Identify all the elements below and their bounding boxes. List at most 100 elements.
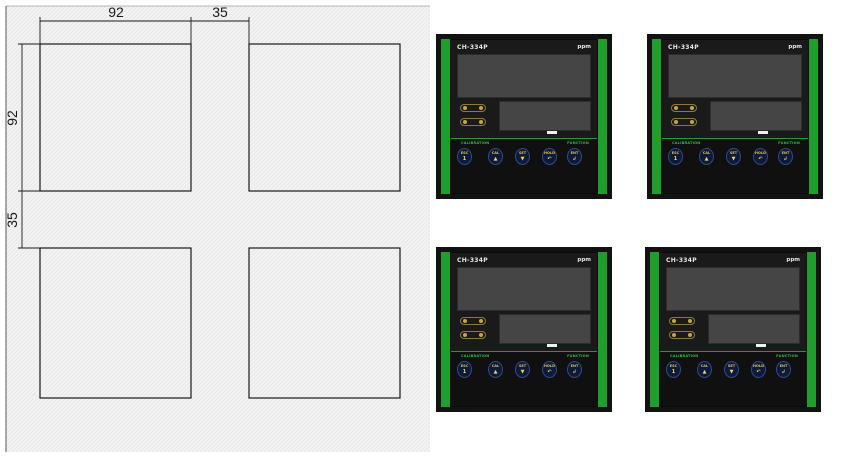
status-tag bbox=[756, 344, 766, 347]
function-label: FUNCTION bbox=[567, 354, 589, 358]
hold-icon: ↶ bbox=[547, 369, 552, 375]
meter-model-label: CH-334P bbox=[668, 44, 699, 51]
key-cal[interactable]: CAL▲ bbox=[697, 361, 712, 378]
meter-unit-label: ppm bbox=[577, 44, 591, 50]
panel-cutout-drawing: 92 35 92 35 bbox=[4, 4, 430, 452]
cutout-top-right bbox=[248, 43, 401, 192]
hold-icon: ↶ bbox=[547, 156, 552, 162]
status-tag bbox=[547, 344, 557, 347]
meter-unit-label: ppm bbox=[786, 257, 800, 263]
relay-indicator-2 bbox=[669, 331, 695, 339]
dim-width-label: 92 bbox=[108, 4, 124, 20]
secondary-lcd-display bbox=[708, 314, 800, 344]
meter-model-label: CH-334P bbox=[457, 257, 488, 264]
key-esc-icon: 1 bbox=[462, 156, 467, 162]
key-esc-icon: 1 bbox=[671, 369, 676, 375]
drawing-sheet bbox=[6, 6, 430, 452]
key-set[interactable]: SET▼ bbox=[515, 148, 530, 165]
down-arrow-icon: ▼ bbox=[731, 156, 736, 162]
cutout-bottom-left bbox=[39, 247, 192, 399]
calibration-label: CALIBRATION bbox=[461, 354, 490, 358]
key-set[interactable]: SET▼ bbox=[515, 361, 530, 378]
key-hold[interactable]: HOLD↶ bbox=[751, 361, 766, 378]
status-tag bbox=[758, 131, 768, 134]
secondary-lcd-display bbox=[710, 101, 802, 131]
status-tag bbox=[547, 131, 557, 134]
key-ent[interactable]: ENT↲ bbox=[776, 361, 791, 378]
relay-indicator-1 bbox=[460, 104, 486, 112]
enter-icon: ↲ bbox=[781, 369, 786, 375]
key-ent[interactable]: ENT↲ bbox=[567, 361, 582, 378]
keypad-labels: CALIBRATION FUNCTION bbox=[461, 354, 589, 358]
main-lcd-display bbox=[666, 267, 800, 311]
keypad-labels: CALIBRATION FUNCTION bbox=[670, 354, 798, 358]
enter-icon: ↲ bbox=[783, 156, 788, 162]
function-label: FUNCTION bbox=[567, 141, 589, 145]
key-hold[interactable]: HOLD↶ bbox=[542, 148, 557, 165]
dim-gap-horizontal-label: 35 bbox=[212, 4, 228, 20]
key-esc-icon: 1 bbox=[673, 156, 678, 162]
main-lcd-display bbox=[457, 267, 591, 311]
key-ent[interactable]: ENT↲ bbox=[778, 148, 793, 165]
relay-indicator-1 bbox=[460, 317, 486, 325]
keypad-labels: CALIBRATION FUNCTION bbox=[461, 141, 589, 145]
relay-indicator-2 bbox=[671, 118, 697, 126]
relay-indicator-2 bbox=[460, 331, 486, 339]
secondary-lcd-display bbox=[499, 101, 591, 131]
key-hold[interactable]: HOLD↶ bbox=[542, 361, 557, 378]
calibration-label: CALIBRATION bbox=[670, 354, 699, 358]
key-set[interactable]: SET▼ bbox=[726, 148, 741, 165]
function-label: FUNCTION bbox=[778, 141, 800, 145]
up-arrow-icon: ▲ bbox=[704, 156, 709, 162]
relay-indicator-1 bbox=[669, 317, 695, 325]
meter-unit-label: ppm bbox=[577, 257, 591, 263]
up-arrow-icon: ▲ bbox=[493, 156, 498, 162]
calibration-label: CALIBRATION bbox=[672, 141, 701, 145]
keypad-labels: CALIBRATION FUNCTION bbox=[672, 141, 800, 145]
meter-model-label: CH-334P bbox=[666, 257, 697, 264]
meter-unit-label: ppm bbox=[788, 44, 802, 50]
cutout-bottom-right bbox=[248, 247, 401, 399]
key-cal[interactable]: CAL▲ bbox=[699, 148, 714, 165]
up-arrow-icon: ▲ bbox=[702, 369, 707, 375]
relay-indicator-2 bbox=[460, 118, 486, 126]
main-lcd-display bbox=[457, 54, 591, 98]
up-arrow-icon: ▲ bbox=[493, 369, 498, 375]
key-esc-icon: 1 bbox=[462, 369, 467, 375]
function-label: FUNCTION bbox=[776, 354, 798, 358]
hold-icon: ↶ bbox=[758, 156, 763, 162]
key-cal[interactable]: CAL▲ bbox=[488, 148, 503, 165]
down-arrow-icon: ▼ bbox=[520, 156, 525, 162]
key-cal[interactable]: CAL▲ bbox=[488, 361, 503, 378]
relay-indicator-1 bbox=[671, 104, 697, 112]
key-set[interactable]: SET▼ bbox=[724, 361, 739, 378]
enter-icon: ↲ bbox=[572, 369, 577, 375]
main-lcd-display bbox=[668, 54, 802, 98]
calibration-label: CALIBRATION bbox=[461, 141, 490, 145]
down-arrow-icon: ▼ bbox=[729, 369, 734, 375]
cutout-top-left bbox=[39, 43, 192, 192]
dim-height-label: 92 bbox=[4, 110, 20, 126]
down-arrow-icon: ▼ bbox=[520, 369, 525, 375]
meter-model-label: CH-334P bbox=[457, 44, 488, 51]
key-ent[interactable]: ENT↲ bbox=[567, 148, 582, 165]
dim-gap-vertical-label: 35 bbox=[4, 212, 20, 228]
key-hold[interactable]: HOLD↶ bbox=[753, 148, 768, 165]
hold-icon: ↶ bbox=[756, 369, 761, 375]
enter-icon: ↲ bbox=[572, 156, 577, 162]
